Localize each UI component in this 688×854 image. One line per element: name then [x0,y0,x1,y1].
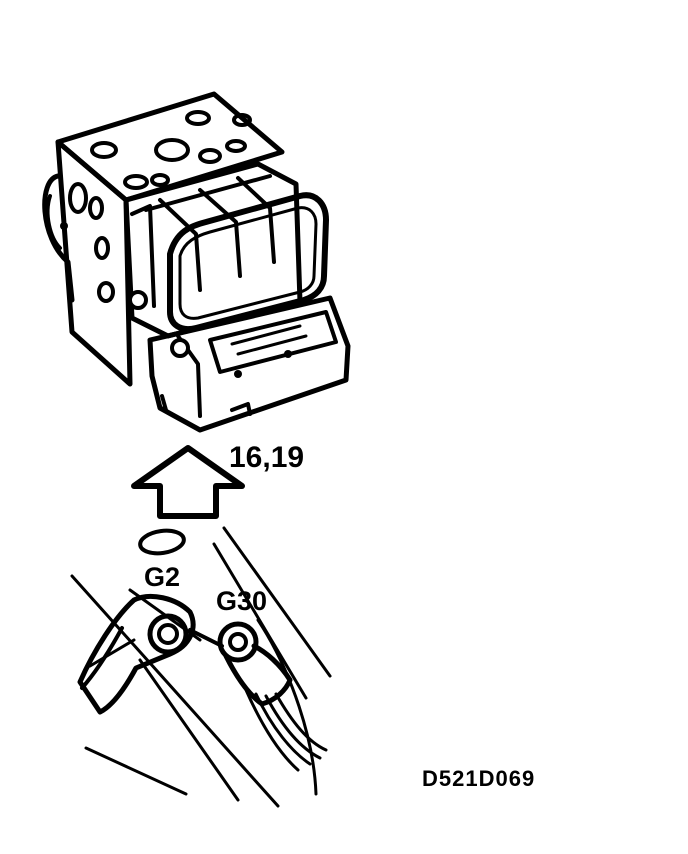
g30-label: G30 [216,586,267,616]
callout-label: 16,19 [229,441,304,474]
g2-label: G2 [144,562,180,592]
valve-ports [90,110,252,190]
g30-connector [217,621,328,772]
figure-code: D521D069 [422,766,535,791]
direction-arrow [131,445,245,519]
o-ring [138,528,186,556]
abs-modulator-unit [42,91,351,433]
g2-ground-connector [77,593,224,715]
